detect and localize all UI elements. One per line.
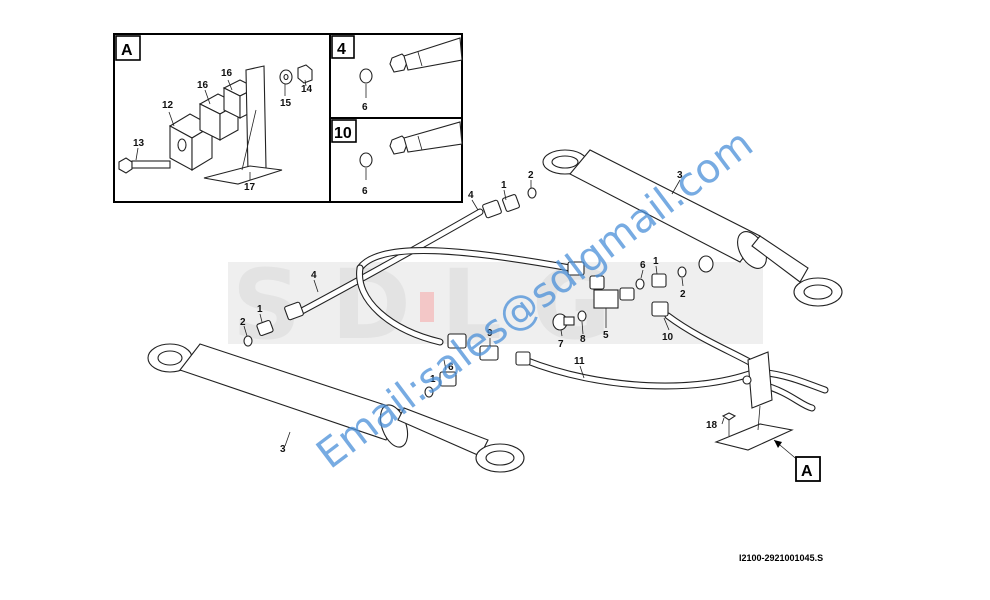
mount-bracket [714,351,801,463]
label-6-low: 6 [448,362,454,373]
label-7: 7 [558,339,564,350]
label-2-right: 2 [680,289,686,300]
label-12: 12 [162,100,174,111]
label-16a: 16 [197,80,209,91]
detail-a-letter: A [121,42,133,59]
label-18: 18 [706,420,718,431]
label-3-upper: 3 [677,170,683,181]
detail-10-label-6: 6 [362,186,368,197]
label-1-top: 1 [501,180,507,191]
label-17: 17 [244,182,256,193]
hoses [296,208,829,412]
label-16b: 16 [221,68,233,79]
bolt-18 [721,412,737,436]
cylinder-lower [147,343,525,473]
label-14: 14 [301,84,313,95]
cylinder-upper [542,149,843,307]
label-6-right: 6 [640,260,646,271]
label-13: 13 [133,138,145,149]
label-1-left: 1 [257,304,263,315]
label-4-top: 4 [468,190,474,201]
detail-box-a: A [113,33,331,203]
label-8: 8 [580,334,586,345]
label-3-lower: 3 [280,444,286,455]
bolt-13 [118,157,171,174]
drawing-reference: I2100-2921001045.S [739,553,823,563]
label-9: 9 [487,328,493,339]
label-2-left: 2 [240,317,246,328]
clamp-12 [168,113,214,171]
detail-box-4: 4 6 [329,33,463,119]
label-10: 10 [662,332,674,343]
label-1-right: 1 [653,256,659,267]
label-1-low: 1 [430,374,436,385]
label-4-mid: 4 [311,270,317,281]
label-15: 15 [280,98,292,109]
leader-lines [243,179,725,447]
detail-box-10: 10 6 [329,117,463,203]
callout-a: A [801,463,813,480]
washer-15 [279,69,293,85]
nut-14 [297,64,313,84]
label-2-top: 2 [528,170,534,181]
detail-10-number: 10 [334,125,352,142]
part-labels: 3 3 4 4 1 2 1 2 6 1 2 5 7 8 9 1 6 10 11 … [240,170,718,455]
bracket-17 [203,65,283,185]
detail-4-number: 4 [337,41,346,58]
detail-4-label-6: 6 [362,102,368,113]
fittings [243,187,687,398]
label-11: 11 [574,356,585,367]
label-5: 5 [603,330,609,341]
